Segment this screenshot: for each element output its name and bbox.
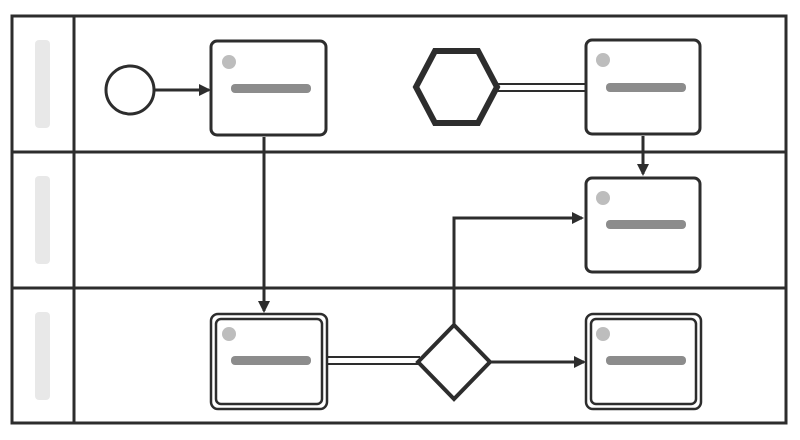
start-event[interactable]	[104, 64, 156, 116]
task-b-marker-dot	[596, 53, 610, 67]
lane-headers	[35, 40, 50, 400]
connectors	[155, 83, 649, 368]
task-d[interactable]	[209, 312, 329, 411]
task-e[interactable]	[584, 312, 703, 411]
task-c-marker-dot	[596, 191, 610, 205]
task-a-label	[231, 84, 311, 93]
lane-2-label[interactable]	[35, 176, 50, 264]
association-task-d-to-gateway[interactable]	[328, 356, 420, 365]
lane-3-label[interactable]	[35, 312, 50, 400]
flow-gateway-to-task-c[interactable]	[452, 212, 584, 325]
task-a-marker-dot	[222, 55, 236, 69]
hexagon-event[interactable]	[412, 48, 501, 126]
task-c[interactable]	[584, 176, 702, 274]
task-b-label	[606, 83, 686, 92]
task-c-label	[606, 220, 686, 229]
task-d-label	[231, 356, 311, 365]
association-hexagon-to-task-b[interactable]	[497, 83, 586, 92]
task-b[interactable]	[584, 38, 702, 136]
task-d-marker-dot	[222, 327, 236, 341]
task-e-marker-dot	[596, 327, 610, 341]
lane-1-label[interactable]	[35, 40, 50, 128]
task-a[interactable]	[209, 39, 328, 137]
gateway-diamond[interactable]	[415, 322, 493, 402]
task-e-label	[606, 356, 686, 365]
